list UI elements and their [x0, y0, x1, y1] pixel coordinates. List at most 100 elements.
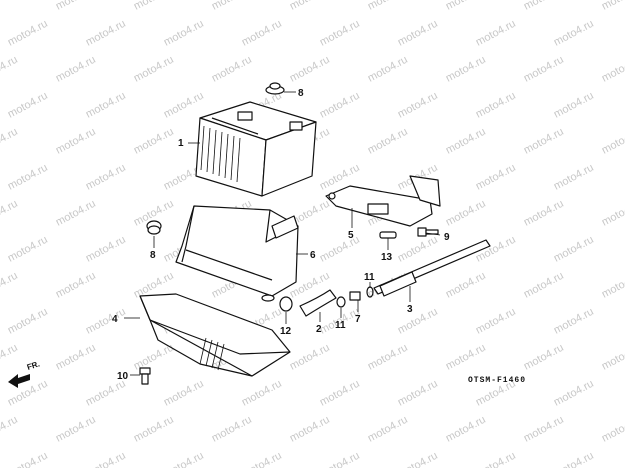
watermark-text: moto4.ru: [6, 162, 50, 193]
watermark-text: moto4.ru: [132, 0, 176, 13]
watermark-text: moto4.ru: [600, 198, 625, 229]
callout-8-left: 8: [150, 250, 156, 261]
callouts: 1 8 8 6 4 10 5 9 13 3 11 11 7 12 2: [112, 88, 450, 382]
watermark-text: moto4.ru: [84, 18, 128, 49]
watermark-text: moto4.ru: [522, 54, 566, 85]
watermark-text: moto4.ru: [522, 270, 566, 301]
bolt-10: [139, 367, 151, 385]
battery: [195, 101, 317, 197]
battery-tray: [139, 293, 291, 377]
watermark-text: moto4.ru: [6, 90, 50, 121]
watermark-text: moto4.ru: [240, 450, 284, 468]
watermark-text: moto4.ru: [444, 198, 488, 229]
breather-tube: [373, 239, 491, 297]
watermark-text: moto4.ru: [318, 90, 362, 121]
watermark-text: moto4.ru: [162, 18, 206, 49]
callout-11-lower: 11: [335, 320, 346, 331]
watermark-text: moto4.ru: [6, 234, 50, 265]
watermark-text: moto4.ru: [396, 18, 440, 49]
watermark-text: moto4.ru: [522, 126, 566, 157]
callout-7: 7: [355, 314, 361, 325]
callout-5: 5: [348, 230, 354, 241]
callout-11-upper: 11: [364, 272, 375, 283]
watermark-text: moto4.ru: [396, 234, 440, 265]
front-label: FR.: [26, 359, 41, 372]
watermark-text: moto4.ru: [0, 198, 20, 229]
front-direction-arrow-icon: [8, 374, 30, 388]
bracket: [325, 175, 441, 227]
watermark-text: moto4.ru: [552, 18, 596, 49]
rubber-cap-top: [265, 82, 285, 95]
watermark-text: moto4.ru: [474, 18, 518, 49]
watermark-text: moto4.ru: [396, 90, 440, 121]
watermark-text: moto4.ru: [600, 0, 625, 13]
watermark-text: moto4.ru: [240, 18, 284, 49]
callout-12: 12: [280, 326, 292, 337]
watermark-text: moto4.ru: [288, 54, 332, 85]
watermark-text: moto4.ru: [396, 306, 440, 337]
watermark-text: moto4.ru: [444, 270, 488, 301]
watermark-text: moto4.ru: [84, 90, 128, 121]
watermark-text: moto4.ru: [54, 198, 98, 229]
watermark-text: moto4.ru: [288, 0, 332, 13]
leader-lines: [124, 91, 441, 376]
watermark-text: moto4.ru: [132, 54, 176, 85]
watermark-text: moto4.ru: [210, 54, 254, 85]
watermark-text: moto4.ru: [54, 0, 98, 13]
watermark-text: moto4.ru: [552, 306, 596, 337]
callout-6: 6: [310, 250, 316, 261]
joint-parts: [336, 286, 374, 308]
watermark-text: moto4.ru: [522, 0, 566, 13]
watermark-text: moto4.ru: [552, 450, 596, 468]
watermark-text: moto4.ru: [366, 342, 410, 373]
watermark-text: moto4.ru: [318, 18, 362, 49]
watermark-text: moto4.ru: [552, 234, 596, 265]
battery-case: [175, 205, 299, 302]
watermark-text: moto4.ru: [0, 126, 20, 157]
watermark-text: moto4.ru: [54, 342, 98, 373]
watermark-text: moto4.ru: [288, 342, 332, 373]
watermark-text: moto4.ru: [0, 0, 20, 13]
watermark-text: moto4.ru: [600, 342, 625, 373]
watermark-text: moto4.ru: [474, 90, 518, 121]
bolt-9: [417, 227, 439, 237]
watermark-text: moto4.ru: [84, 162, 128, 193]
callout-8-top: 8: [298, 88, 304, 99]
watermark-text: moto4.ru: [54, 54, 98, 85]
watermark-text: moto4.ru: [84, 234, 128, 265]
callout-3: 3: [407, 304, 413, 315]
watermark-text: moto4.ru: [54, 270, 98, 301]
watermark-text: moto4.ru: [84, 378, 128, 409]
clip-12: [279, 296, 293, 312]
watermark-text: moto4.ru: [162, 378, 206, 409]
watermark-text: moto4.ru: [210, 414, 254, 445]
watermark-text: moto4.ru: [600, 126, 625, 157]
watermark-text: moto4.ru: [6, 18, 50, 49]
watermark-text: moto4.ru: [396, 378, 440, 409]
watermark-text: moto4.ru: [318, 378, 362, 409]
watermark-text: moto4.ru: [366, 54, 410, 85]
watermark-text: moto4.ru: [162, 90, 206, 121]
watermark-text: moto4.ru: [0, 342, 20, 373]
watermark-text: moto4.ru: [366, 0, 410, 13]
callout-10: 10: [117, 371, 129, 382]
callout-1: 1: [178, 138, 184, 149]
watermark-text: moto4.ru: [366, 126, 410, 157]
watermark-text: moto4.ru: [0, 270, 20, 301]
watermark-text: moto4.ru: [474, 450, 518, 468]
watermark-text: moto4.ru: [552, 378, 596, 409]
watermark-text: moto4.ru: [444, 126, 488, 157]
watermark-text: moto4.ru: [474, 306, 518, 337]
watermark-text: moto4.ru: [132, 126, 176, 157]
callout-13: 13: [381, 252, 393, 263]
watermark-text: moto4.ru: [444, 54, 488, 85]
watermark-text: moto4.ru: [600, 414, 625, 445]
watermark-text: moto4.ru: [288, 414, 332, 445]
watermark-text: moto4.ru: [0, 414, 20, 445]
watermark-text: moto4.ru: [54, 126, 98, 157]
drawing-code: OTSM-F1460: [468, 376, 526, 385]
watermark-text: moto4.ru: [552, 90, 596, 121]
